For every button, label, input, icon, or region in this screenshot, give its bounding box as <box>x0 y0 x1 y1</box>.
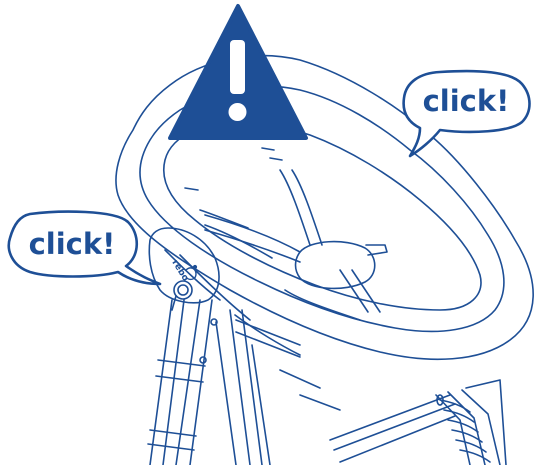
callout-left-text: click! <box>29 227 116 261</box>
high-chair-frame <box>148 300 506 465</box>
callout-right-text: click! <box>423 84 510 118</box>
callout-left: click! <box>9 212 160 284</box>
callout-right: click! <box>404 71 530 156</box>
